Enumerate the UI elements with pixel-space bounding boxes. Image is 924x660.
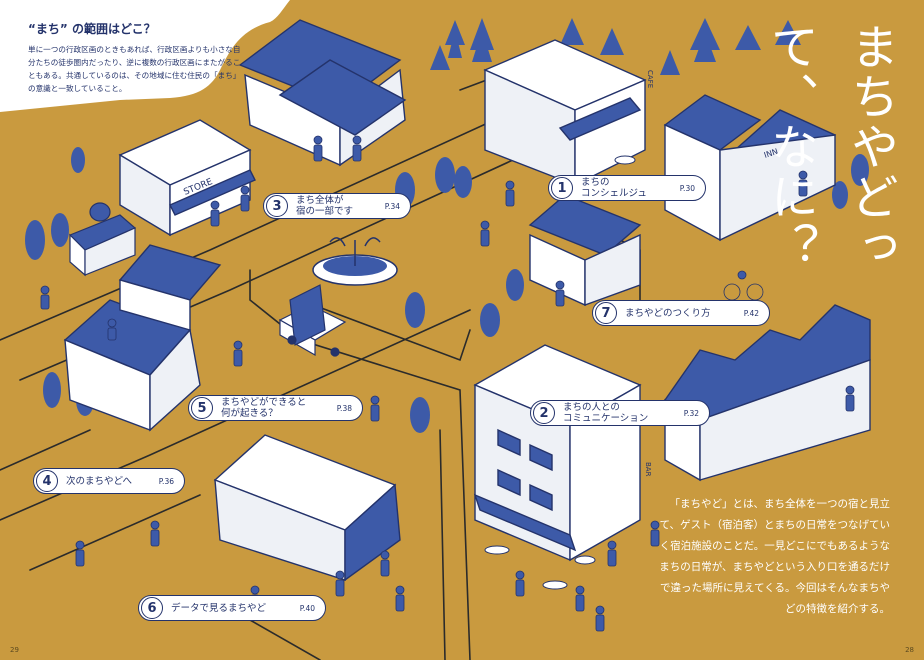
page-number-right: 28 bbox=[905, 646, 914, 654]
section-label-6[interactable]: 6 データで見るまちやど P.40 bbox=[138, 595, 326, 621]
section-number: 7 bbox=[595, 302, 617, 324]
people bbox=[40, 135, 855, 632]
section-label-7[interactable]: 7 まちやどのつくり方 P.42 bbox=[592, 300, 770, 326]
section-label-3[interactable]: 3 まち全体が宿の一部です P.34 bbox=[263, 193, 411, 219]
event-tent bbox=[213, 434, 401, 582]
page-number-left: 29 bbox=[10, 646, 19, 654]
truck bbox=[278, 284, 347, 357]
section-page: P.42 bbox=[743, 308, 759, 318]
section-page: P.32 bbox=[683, 408, 699, 418]
section-number: 2 bbox=[533, 402, 555, 424]
section-number: 3 bbox=[266, 195, 288, 217]
guesthouse-building bbox=[238, 19, 407, 167]
left-house bbox=[63, 244, 222, 432]
round-trees bbox=[25, 147, 869, 433]
section-page: P.36 bbox=[158, 476, 174, 486]
center-house bbox=[528, 194, 642, 307]
section-title: まちやどができると何が起きる？ bbox=[221, 397, 307, 419]
bar-sign: BAR bbox=[644, 462, 652, 477]
section-page: P.40 bbox=[299, 603, 315, 613]
inn-building: INN bbox=[663, 94, 837, 242]
bar-building: BAR bbox=[473, 344, 652, 562]
section-title: まちのコンシェルジュ bbox=[581, 177, 647, 199]
section-page: P.38 bbox=[336, 403, 352, 413]
section-page: P.34 bbox=[384, 201, 400, 211]
section-title: 次のまちやどへ bbox=[66, 475, 133, 487]
store-building: STORE bbox=[118, 119, 256, 237]
section-page: P.30 bbox=[679, 183, 695, 193]
section-title: まちやどのつくり方 bbox=[625, 307, 711, 319]
cafe-sign: CAFE bbox=[646, 70, 654, 88]
fountain bbox=[312, 237, 398, 286]
intro-title: “まち” の範囲はどこ？ bbox=[28, 22, 156, 36]
section-number: 5 bbox=[191, 397, 213, 419]
section-number: 4 bbox=[36, 470, 58, 492]
section-number: 6 bbox=[141, 597, 163, 619]
description-text: 「まちやど」とは、まち全体を一つの宿と見立て、ゲスト（宿泊客）とまちの日常をつな… bbox=[659, 498, 890, 615]
inn-sign: INN bbox=[763, 147, 779, 160]
section-title: データで見るまちやど bbox=[171, 602, 267, 614]
pine-trees bbox=[430, 18, 801, 75]
section-title: まちの人とのコミュニケーション bbox=[563, 402, 649, 424]
section-label-4[interactable]: 4 次のまちやどへ P.36 bbox=[33, 468, 185, 494]
page-title: まちやどって、なに？ bbox=[762, 22, 898, 272]
cafe-tables bbox=[484, 155, 636, 590]
section-label-1[interactable]: 1 まちのコンシェルジュ P.30 bbox=[548, 175, 706, 201]
section-title: まち全体が宿の一部です bbox=[296, 195, 354, 217]
section-label-5[interactable]: 5 まちやどができると何が起きる？ P.38 bbox=[188, 395, 363, 421]
section-number: 1 bbox=[551, 177, 573, 199]
octopus-stand bbox=[68, 202, 137, 277]
intro-box: “まち” の範囲はどこ？ 単に一つの行政区画のときもあれば、行政区画よりも小さな… bbox=[28, 20, 243, 95]
row-houses bbox=[663, 304, 871, 482]
section-label-2[interactable]: 2 まちの人とのコミュニケーション P.32 bbox=[530, 400, 710, 426]
white-corner-area bbox=[0, 0, 290, 112]
intro-text: 単に一つの行政区画のときもあれば、行政区画よりも小さな自分たちの徒歩圏内だったり… bbox=[28, 45, 241, 93]
